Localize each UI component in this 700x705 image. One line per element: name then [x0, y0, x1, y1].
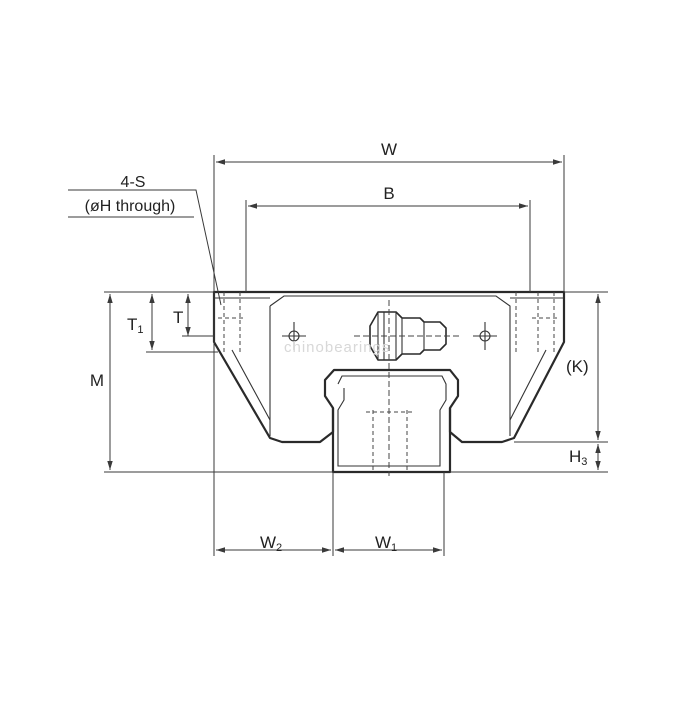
- hole-note-label: (øH through): [85, 198, 176, 215]
- grease-nipple: [354, 311, 460, 361]
- label-T: T: [173, 308, 183, 327]
- guide-rail: [331, 375, 452, 474]
- label-T1: T1: [127, 315, 144, 336]
- extension-lines: [104, 155, 608, 556]
- label-M: M: [90, 371, 104, 390]
- label-H3: H3: [569, 447, 587, 468]
- label-K: (K): [566, 357, 589, 376]
- side-holes: [282, 322, 497, 350]
- watermark: chinobearings: [284, 339, 390, 356]
- carriage-block: [212, 290, 566, 444]
- label-B: B: [383, 184, 394, 203]
- label-W2: W2: [260, 533, 282, 554]
- dimension-lines: [107, 159, 601, 553]
- hole-count-label: 4-S: [121, 174, 146, 191]
- flange-holes-hidden: [218, 292, 560, 354]
- hole-note-leader: [68, 189, 222, 306]
- label-W1: W1: [375, 533, 397, 554]
- label-W: W: [381, 140, 397, 159]
